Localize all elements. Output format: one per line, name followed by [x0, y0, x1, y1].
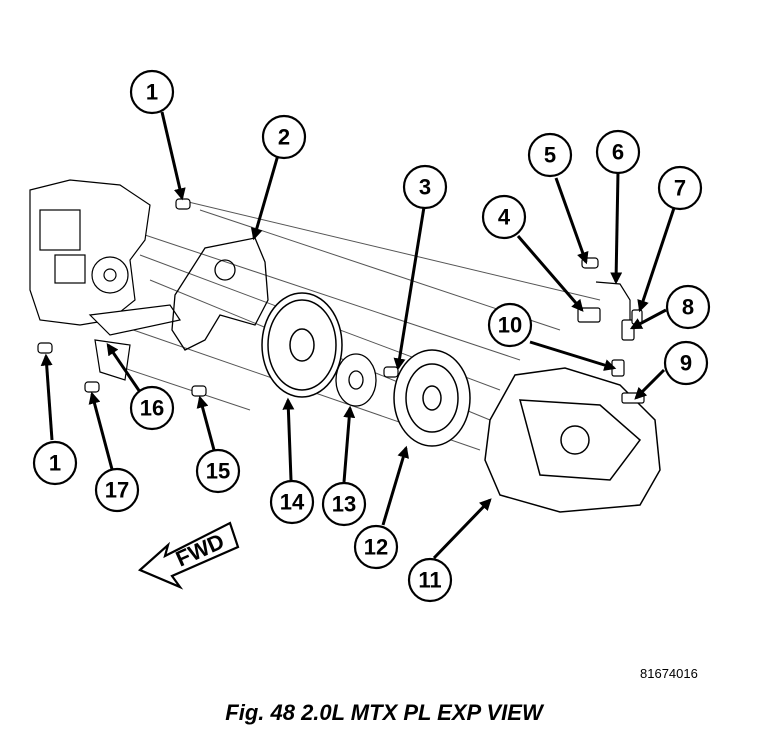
- callout-7: 7: [657, 165, 703, 211]
- callout-12: 12: [353, 524, 399, 570]
- callout-13: 13: [321, 481, 367, 527]
- transaxle-case: [484, 367, 661, 513]
- callout-label: 5: [544, 143, 556, 168]
- callout-1-top: 1: [129, 69, 175, 115]
- callout-label: 1: [49, 451, 61, 476]
- callout-15: 15: [195, 448, 241, 494]
- dust-shield: [171, 237, 269, 351]
- callout-17: 17: [94, 467, 140, 513]
- callout-label: 3: [419, 175, 431, 200]
- callout-14: 14: [269, 479, 315, 525]
- callout-11: 11: [407, 557, 453, 603]
- callout-label: 7: [674, 176, 686, 201]
- callout-label: 1: [146, 80, 158, 105]
- callout-4: 4: [481, 194, 527, 240]
- figure-id: 81674016: [640, 666, 698, 681]
- callout-label: 17: [105, 478, 129, 503]
- callout-label: 13: [332, 492, 356, 517]
- callout-label: 14: [280, 490, 305, 515]
- leader-arrows: [40, 111, 676, 560]
- flywheel: [261, 292, 343, 398]
- callout-5: 5: [527, 132, 573, 178]
- callout-2: 2: [261, 114, 307, 160]
- callout-label: 2: [278, 125, 290, 150]
- callout-label: 8: [682, 295, 694, 320]
- figure-caption: Fig. 48 2.0L MTX PL EXP VIEW: [225, 700, 543, 725]
- clutch-assembly: [393, 349, 471, 447]
- fwd-arrow: FWD: [137, 521, 240, 590]
- fwd-label: FWD: [172, 528, 228, 571]
- callout-label: 11: [418, 568, 441, 593]
- exploded-view-diagram: FWD 1 2 3 4 5 6 7 8 9 10 1: [29, 69, 711, 603]
- callout-3: 3: [402, 164, 448, 210]
- callout-10: 10: [487, 302, 533, 348]
- callout-16: 16: [129, 385, 175, 431]
- engine-block: [29, 179, 181, 381]
- callout-label: 12: [364, 535, 388, 560]
- callout-6: 6: [595, 129, 641, 175]
- flex-plate: [335, 353, 377, 407]
- callout-label: 10: [498, 313, 522, 338]
- callout-label: 4: [498, 205, 511, 230]
- callout-9: 9: [663, 340, 709, 386]
- callout-label: 15: [206, 459, 230, 484]
- callout-label: 9: [680, 351, 692, 376]
- callout-8: 8: [665, 284, 711, 330]
- callout-1-bottom: 1: [32, 440, 78, 486]
- callout-label: 16: [140, 396, 164, 421]
- callout-label: 6: [612, 140, 624, 165]
